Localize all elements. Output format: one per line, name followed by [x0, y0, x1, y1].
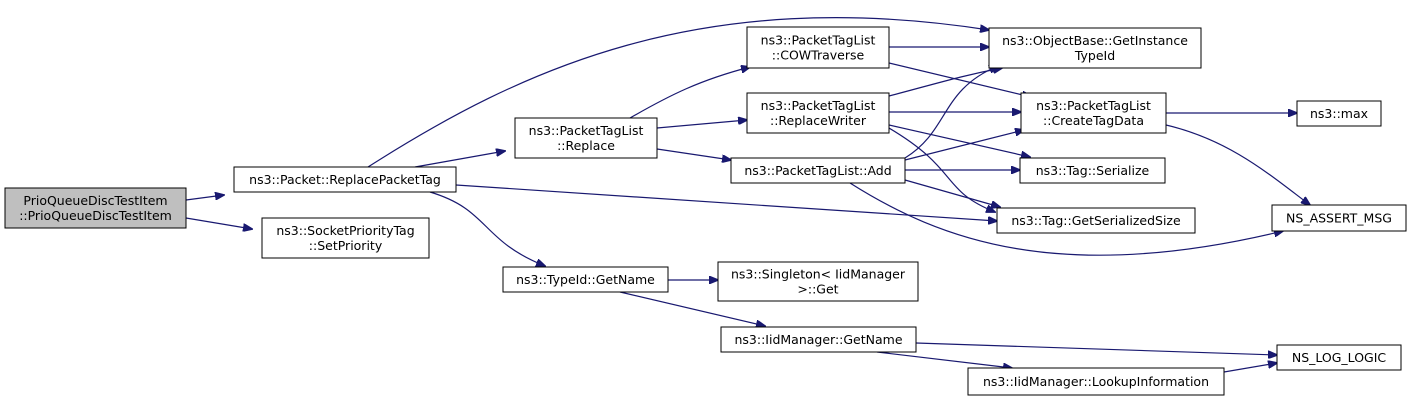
edge-typeIdGetName-to-iidGetName [619, 291, 765, 326]
edge-createTagData-to-nsAssertMsg [1165, 124, 1310, 205]
node-label: ::Replace [557, 138, 615, 153]
node-box [261, 217, 430, 259]
node-lookupInformation[interactable]: ns3::IidManager::LookupInformation [967, 367, 1225, 396]
node-label: ::CreateTagData [1043, 113, 1144, 128]
node-nsLogLogic[interactable]: NS_LOG_LOGIC [1276, 344, 1402, 371]
edge-replaceWriter-to-tagGetSerializedSize [888, 127, 995, 212]
node-label: ::SetPriority [309, 238, 383, 253]
edge-add-to-getInstanceTypeId [904, 66, 998, 159]
edge-iidGetName-to-nsLogLogic [915, 342, 1277, 355]
node-label: >::Get [797, 282, 838, 297]
node-max[interactable]: ns3::max [1296, 100, 1382, 127]
node-box [1020, 92, 1167, 134]
node-box [1296, 100, 1382, 127]
edge-add-to-nsAssertMsg [849, 182, 1283, 256]
node-label: ns3::PacketTagList [529, 123, 644, 138]
node-box [717, 261, 919, 302]
node-label: ns3::SocketPriorityTag [276, 223, 414, 238]
edge-replace-to-cowTraverse [629, 67, 750, 119]
node-label: ns3::Packet::ReplacePacketTag [249, 172, 441, 187]
edge-replacePacketTag-to-typeIdGetName [429, 191, 545, 266]
edge-iidGetName-to-lookupInformation [876, 351, 1012, 368]
node-box [502, 266, 669, 293]
node-tagSerialize[interactable]: ns3::Tag::Serialize [1019, 157, 1166, 184]
node-label: ns3::Singleton< IidManager [731, 267, 906, 282]
node-label: ns3::PacketTagList [761, 98, 876, 113]
node-box [233, 166, 457, 193]
node-box [746, 26, 890, 69]
node-label: ns3::IidManager::LookupInformation [983, 374, 1209, 389]
node-label: ::ReplaceWriter [770, 113, 867, 128]
node-replaceWriter[interactable]: ns3::PacketTagList::ReplaceWriter [746, 92, 890, 134]
edge-root-to-replacePacketTag [185, 195, 224, 201]
node-box [730, 157, 906, 184]
node-box [967, 367, 1225, 396]
edge-replacePacketTag-to-replace [414, 151, 505, 168]
node-iidGetName[interactable]: ns3::IidManager::GetName [720, 326, 917, 353]
node-box [746, 92, 890, 134]
node-box [988, 27, 1202, 69]
node-tagGetSerializedSize[interactable]: ns3::Tag::GetSerializedSize [996, 207, 1196, 234]
edge-add-to-createTagData [904, 130, 1024, 161]
node-label: ns3::PacketTagList [761, 33, 876, 48]
node-box [1271, 204, 1407, 232]
node-label: PrioQueueDiscTestItem [23, 193, 167, 208]
node-box [996, 207, 1196, 234]
node-label: ns3::PacketTagList [1036, 98, 1151, 113]
node-box [1019, 157, 1166, 184]
node-label: ns3::IidManager::GetName [734, 332, 902, 347]
edge-replaceWriter-to-tagSerialize [888, 124, 1030, 157]
node-label: TypeId [1074, 48, 1115, 63]
node-replacePacketTag[interactable]: ns3::Packet::ReplacePacketTag [233, 166, 457, 193]
edges-layer [185, 17, 1310, 373]
node-label: ::COWTraverse [772, 48, 865, 63]
edge-replacePacketTag-to-getInstanceTypeId [367, 17, 989, 168]
node-setPriority[interactable]: ns3::SocketPriorityTag::SetPriority [261, 217, 430, 259]
node-label: NS_ASSERT_MSG [1286, 211, 1392, 226]
edge-cowTraverse-to-createTagData [888, 62, 1031, 97]
node-box [720, 326, 917, 353]
edge-lookupInformation-to-nsLogLogic [1223, 363, 1277, 373]
node-box [1276, 344, 1402, 371]
node-label: NS_LOG_LOGIC [1292, 350, 1387, 365]
edge-replacePacketTag-to-tagGetSerializedSize [455, 184, 997, 221]
node-replace[interactable]: ns3::PacketTagList::Replace [514, 117, 658, 159]
node-label: ns3::Tag::Serialize [1036, 163, 1150, 178]
node-nsAssertMsg[interactable]: NS_ASSERT_MSG [1271, 204, 1407, 232]
node-add[interactable]: ns3::PacketTagList::Add [730, 157, 906, 184]
node-label: ns3::max [1310, 106, 1368, 121]
edge-root-to-setPriority [185, 217, 252, 229]
node-label: ns3::TypeId::GetName [516, 272, 655, 287]
node-label: ns3::PacketTagList::Add [744, 163, 891, 178]
node-root[interactable]: PrioQueueDiscTestItem::PrioQueueDiscTest… [4, 187, 187, 229]
node-singletonGet[interactable]: ns3::Singleton< IidManager>::Get [717, 261, 919, 302]
node-label: ns3::ObjectBase::GetInstance [1002, 33, 1188, 48]
nodes-layer: PrioQueueDiscTestItem::PrioQueueDiscTest… [4, 26, 1407, 396]
node-createTagData[interactable]: ns3::PacketTagList::CreateTagData [1020, 92, 1167, 134]
node-cowTraverse[interactable]: ns3::PacketTagList::COWTraverse [746, 26, 890, 69]
edge-add-to-tagGetSerializedSize [904, 179, 1000, 207]
node-box [514, 117, 658, 159]
node-label: ns3::Tag::GetSerializedSize [1011, 213, 1181, 228]
node-label: ::PrioQueueDiscTestItem [19, 208, 172, 223]
edge-replace-to-replaceWriter [656, 120, 747, 129]
node-box [4, 187, 187, 229]
edge-replace-to-add [656, 148, 731, 160]
node-typeIdGetName[interactable]: ns3::TypeId::GetName [502, 266, 669, 293]
